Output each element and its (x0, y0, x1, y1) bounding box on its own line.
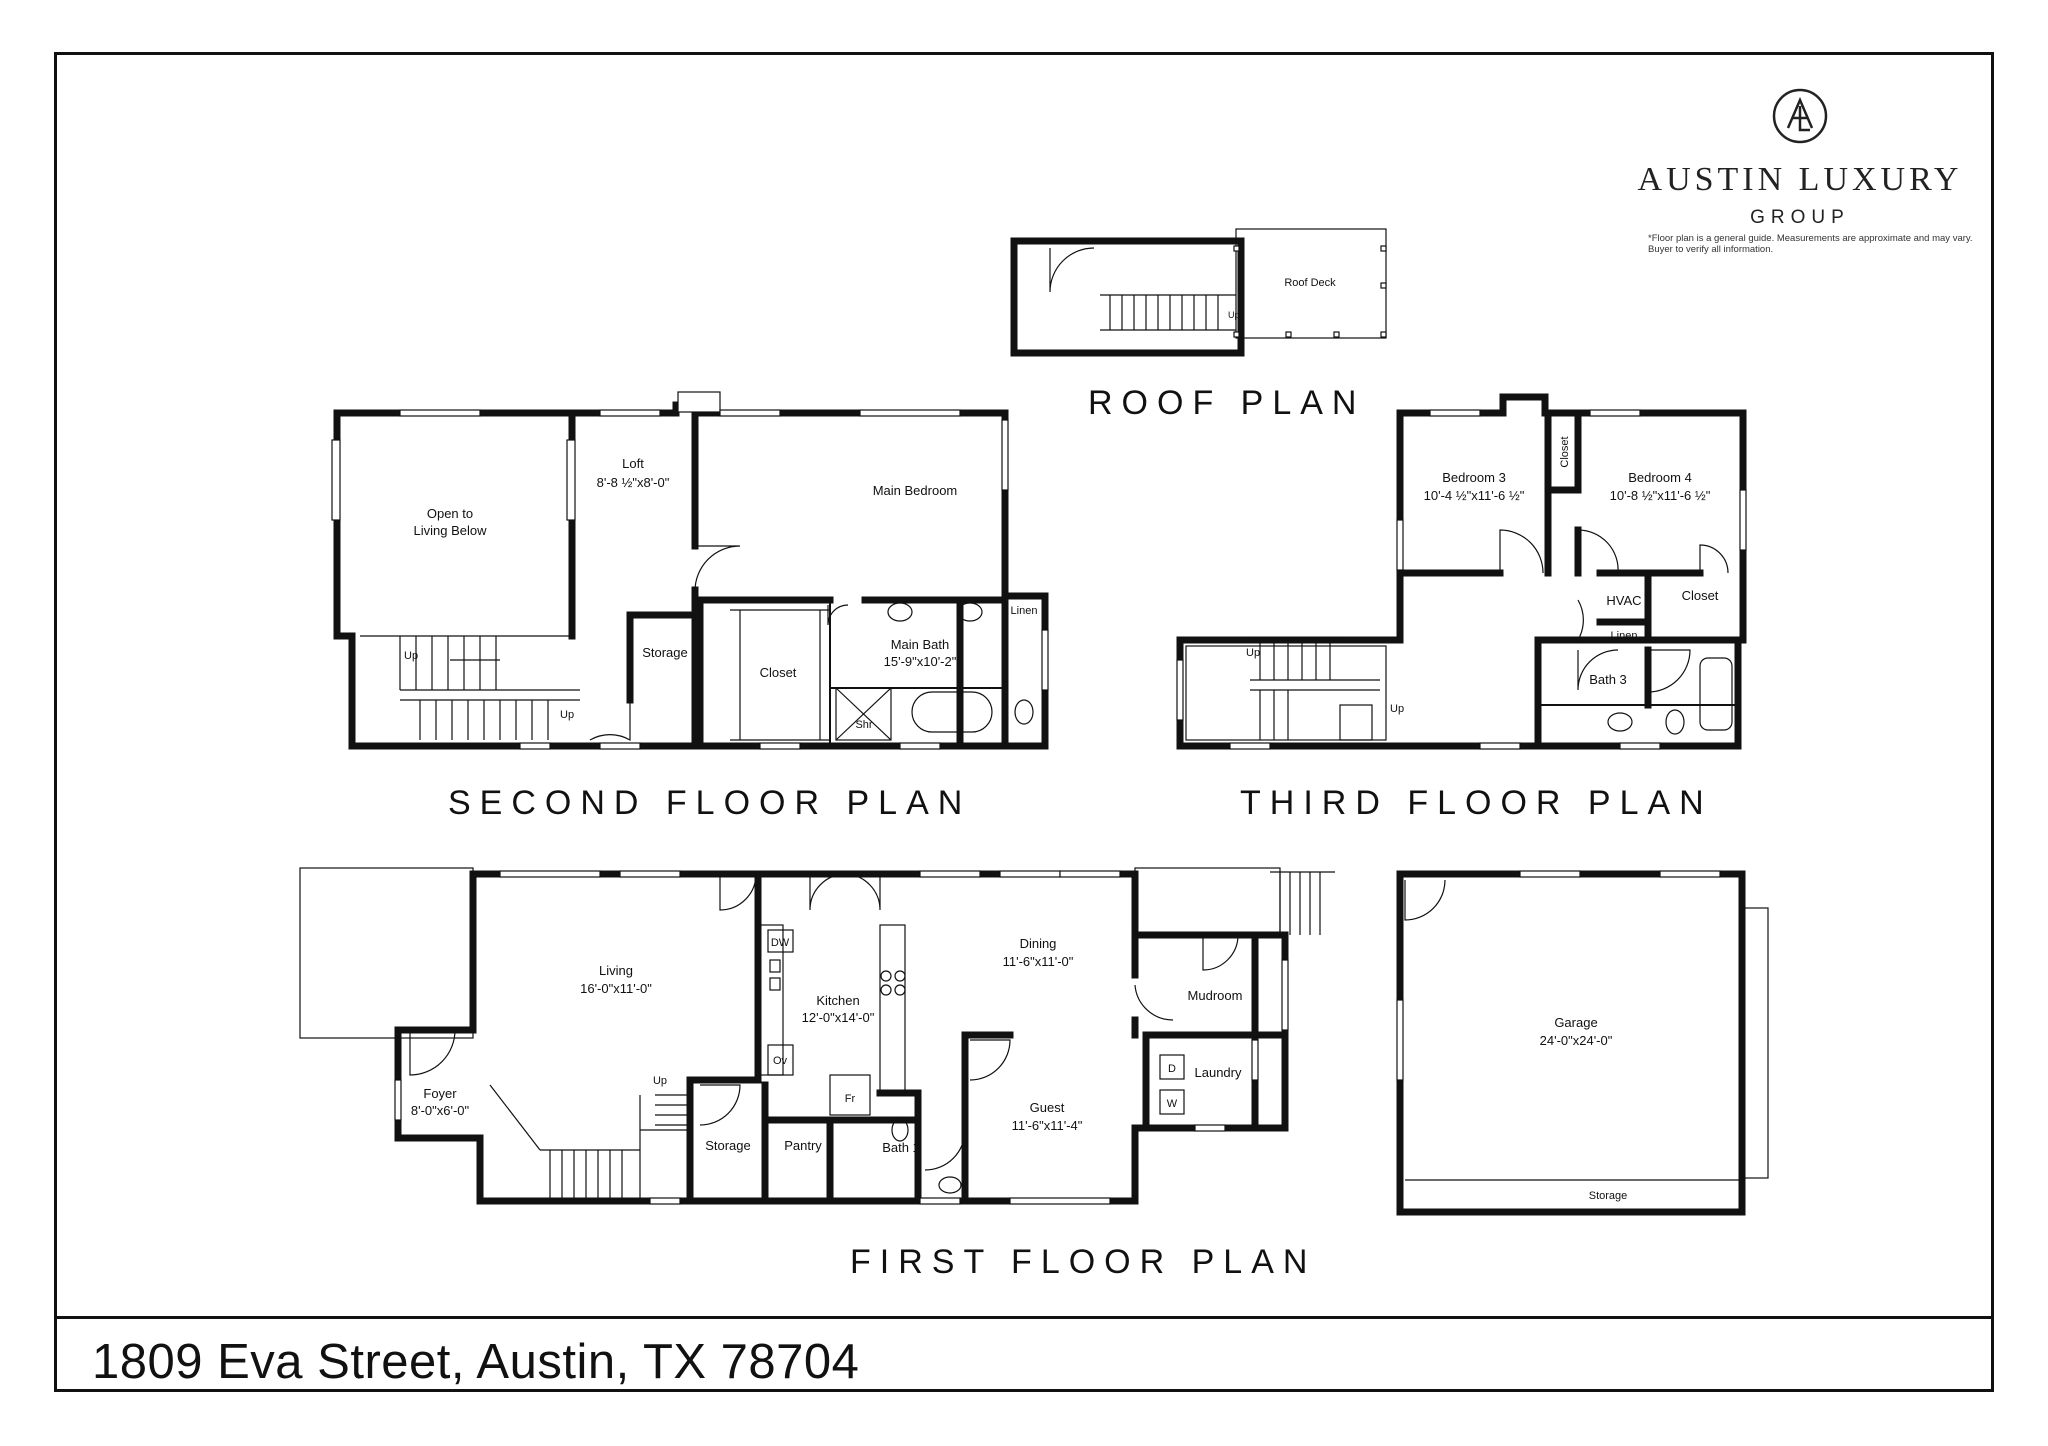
brand-block: AUSTIN LUXURY GROUP (1620, 86, 1980, 229)
kitchen-label: Kitchen (816, 993, 859, 1008)
mudroom-label: Mudroom (1188, 988, 1243, 1003)
living-label: Living (599, 963, 633, 978)
brand-subtitle: GROUP (1750, 207, 1850, 228)
closet-label: Closet (1682, 588, 1719, 603)
roof-plan: Roof Deck Up (1010, 228, 1387, 357)
guest-dims: 11'-6"x11'-4" (1012, 1118, 1083, 1133)
main-bath-label: Main Bath (891, 637, 950, 652)
foyer-label: Foyer (423, 1086, 457, 1101)
roof-plan-title: ROOF PLAN (1088, 384, 1366, 422)
up-label: Up (653, 1075, 667, 1087)
closet-label: Closet (760, 665, 797, 680)
linen-label: Linen (1011, 605, 1038, 617)
property-address: 1809 Eva Street, Austin, TX 78704 (92, 1335, 860, 1389)
first-floor-title: FIRST FLOOR PLAN (850, 1243, 1317, 1281)
fridge-label: Fr (845, 1093, 856, 1105)
garage-label: Garage (1554, 1015, 1597, 1030)
second-floor-plan: Open to Living Below Loft 8'-8 ½"x8'-0" … (331, 391, 1049, 750)
chimney (677, 391, 721, 413)
roof-deck-label: Roof Deck (1284, 277, 1336, 289)
open-to-living-label-2: Living Below (414, 523, 488, 538)
pantry-label: Pantry (784, 1138, 822, 1153)
dining-dims: 11'-6"x11'-0" (1003, 954, 1074, 969)
main-bath-dims: 15'-9"x10'-2" (884, 654, 957, 669)
washer-label: W (1167, 1098, 1178, 1110)
up-label-1: Up (1246, 647, 1260, 659)
sheet-border (54, 52, 1994, 1392)
dishwasher-label: DW (771, 937, 790, 949)
up-label-1: Up (404, 650, 418, 662)
footer-divider (54, 1316, 1994, 1319)
main-bedroom-label: Main Bedroom (873, 483, 958, 498)
up-label-2: Up (560, 709, 574, 721)
garage-plan: Garage 24'-0"x24'-0" Storage (1396, 870, 1769, 1216)
bedroom3-dims: 10'-4 ½"x11'-6 ½" (1424, 488, 1525, 503)
up-label-2: Up (1390, 703, 1404, 715)
brand-logo-icon (1772, 88, 1828, 144)
second-floor-title: SECOND FLOOR PLAN (448, 784, 972, 822)
first-floor-plan: Living 16'-0"x11'-0" Kitchen 12'-0"x14'-… (299, 867, 1335, 1205)
living-dims: 16'-0"x11'-0" (580, 981, 652, 996)
storage-label: Storage (642, 645, 688, 660)
brand-name: AUSTIN LUXURY (1637, 161, 1963, 198)
foyer-dims: 8'-0"x6'-0" (411, 1103, 470, 1118)
garage-storage-label: Storage (1589, 1190, 1628, 1202)
shower-label: Shr (855, 719, 872, 731)
storage-label: Storage (705, 1138, 751, 1153)
loft-label: Loft (622, 456, 644, 471)
bedroom4-dims: 10'-8 ½"x11'-6 ½" (1610, 488, 1711, 503)
bath1-label: Bath 1 (882, 1140, 920, 1155)
bedroom3-label: Bedroom 3 (1442, 470, 1506, 485)
laundry-label: Laundry (1195, 1065, 1242, 1080)
dryer-label: D (1168, 1063, 1176, 1075)
porch-area-2 (1134, 867, 1281, 936)
roof-up-label: Up (1228, 310, 1240, 320)
guest-label: Guest (1030, 1100, 1065, 1115)
kitchen-dims: 12'-0"x14'-0" (802, 1010, 875, 1025)
third-floor-plan: Bedroom 3 10'-4 ½"x11'-6 ½" Bedroom 4 10… (1176, 393, 1747, 750)
disclaimer-text: *Floor plan is a general guide. Measurem… (1648, 233, 1973, 255)
porch-area (299, 867, 474, 1039)
bedroom4-label: Bedroom 4 (1628, 470, 1692, 485)
open-to-living-label-1: Open to (427, 506, 473, 521)
oven-label: Ov (773, 1055, 788, 1067)
linen-label: Linen (1611, 630, 1638, 642)
closet-vertical-label: Closet (1559, 436, 1571, 467)
bath3-label: Bath 3 (1589, 672, 1627, 687)
garage-dims: 24'-0"x24'-0" (1540, 1033, 1613, 1048)
dining-label: Dining (1020, 936, 1057, 951)
garage-door (1741, 907, 1769, 1179)
loft-dims: 8'-8 ½"x8'-0" (597, 475, 670, 490)
hvac-label: HVAC (1606, 593, 1641, 608)
third-floor-title: THIRD FLOOR PLAN (1240, 784, 1713, 822)
